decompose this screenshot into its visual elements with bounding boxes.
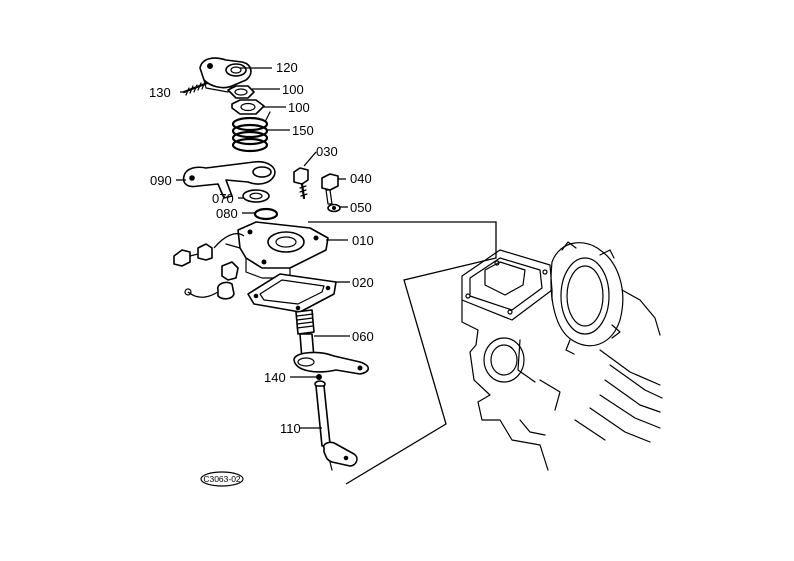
assembly-bracket [308,221,497,485]
part-140-pin [316,374,322,380]
part-050-washer [327,203,341,213]
callout-120: 120 [276,60,298,75]
callout-100-upper: 100 [282,82,304,97]
callout-110: 110 [280,421,301,436]
part-100-nut-upper [227,85,255,99]
callout-050: 050 [350,200,372,215]
part-150-spring [231,111,271,153]
engine-block [461,241,663,471]
part-030-bolt [293,167,309,200]
part-060-shaft-arm [293,309,370,375]
callout-060: 060 [352,329,374,344]
housing-side-fittings [173,233,245,300]
part-130-screw [182,80,212,96]
callout-150: 150 [292,123,314,138]
callout-090: 090 [150,173,172,188]
callout-100-lower: 100 [288,100,310,115]
callout-140: 140 [264,370,286,385]
callout-040: 040 [350,171,372,186]
part-080-o-ring [253,207,279,221]
part-020-gasket [247,273,337,313]
part-120-cap [199,57,252,93]
callout-130: 130 [149,85,171,100]
callout-020: 020 [352,275,374,290]
callout-080: 080 [216,206,238,221]
part-110-shaft [314,380,358,471]
part-040-bolt [321,173,339,205]
part-070-washer [242,189,270,203]
callout-010: 010 [352,233,374,248]
diagram-reference-badge: C3063-02 [200,471,244,487]
callout-030: 030 [316,144,338,159]
part-100-nut-lower [231,99,265,115]
callout-leaders [176,67,350,429]
part-090-lever [182,160,276,199]
diagram-reference-text: C3063-02 [203,474,241,484]
callout-070: 070 [212,191,234,206]
part-010-housing [225,221,329,279]
